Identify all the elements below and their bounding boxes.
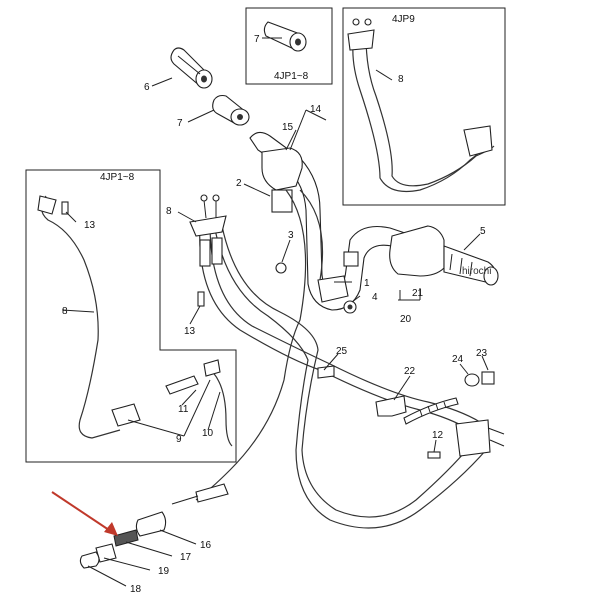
- handlebar: [249, 131, 421, 311]
- left-inset-cable: [37, 195, 233, 447]
- callout-19: 19: [158, 566, 170, 577]
- inset-box-left: [25, 169, 237, 463]
- callout-17: 17: [180, 552, 192, 563]
- grip-inset: [263, 21, 307, 52]
- cable-junction-8: [189, 194, 227, 307]
- clamp-bolt: [343, 251, 359, 267]
- boot-24: [464, 373, 480, 387]
- right-throttle-housing: [389, 225, 499, 286]
- callout-18: 18: [130, 584, 142, 595]
- spring-11: [165, 375, 199, 395]
- callout-3: 3: [288, 230, 294, 241]
- screw-13-left: [61, 201, 69, 215]
- callout-13: 13: [184, 326, 196, 337]
- inset-label-left: 4JP1~8: [100, 172, 135, 183]
- grip-throttle: [212, 94, 250, 126]
- inset-box-top-small: [245, 7, 333, 85]
- clip-25: [317, 365, 335, 379]
- callout-1: 1: [364, 278, 370, 289]
- callout-8: 8: [166, 206, 172, 217]
- callout-7-inset: 7: [254, 34, 260, 45]
- callout-4: 4: [372, 292, 378, 303]
- callout-9: 9: [176, 434, 182, 445]
- nut-23: [481, 371, 495, 385]
- callout-22: 22: [404, 366, 416, 377]
- cable-ends-12: [403, 397, 505, 459]
- grip-left: [170, 47, 213, 89]
- callout-21: 21: [412, 288, 424, 299]
- spring-17: [113, 529, 139, 547]
- callout-5: 5: [480, 226, 486, 237]
- inset-label-top-small: 4JP1~8: [274, 71, 309, 82]
- callout-14: 14: [310, 104, 322, 115]
- callout-16: 16: [200, 540, 212, 551]
- callout-7: 7: [177, 118, 183, 129]
- inset-label-top-right: 4JP9: [392, 14, 415, 25]
- callout-13-left: 13: [84, 220, 96, 231]
- left-switch: [261, 147, 303, 191]
- callout-24: 24: [452, 354, 464, 365]
- screw-13: [197, 291, 205, 307]
- callout-labels: 1 2 3 4 5 6 7 7 8 8 8 9 10 11 12 13 13 1…: [62, 34, 488, 595]
- adjuster-assembly: [79, 483, 229, 569]
- inset-box-top-right: [342, 7, 506, 206]
- callout-10: 10: [202, 428, 214, 439]
- bracket-2: [271, 189, 293, 213]
- right-inset-cable: [347, 18, 495, 193]
- bolt-3: [275, 262, 287, 274]
- callout-6: 6: [144, 82, 150, 93]
- callout-25: 25: [336, 346, 348, 357]
- callout-8-right: 8: [398, 74, 404, 85]
- leader-lines: [61, 37, 489, 587]
- callout-11: 11: [178, 404, 189, 415]
- callout-8-left: 8: [62, 306, 68, 317]
- red-arrow: [51, 491, 118, 536]
- bracket-22: [375, 395, 407, 417]
- callout-15: 15: [282, 122, 294, 133]
- callout-2: 2: [236, 178, 242, 189]
- callout-12: 12: [432, 430, 444, 441]
- cable-box-9: [111, 403, 141, 427]
- callout-23: 23: [476, 348, 488, 359]
- watermark: hirochi: [462, 266, 491, 277]
- callout-20: 20: [400, 314, 412, 325]
- nut-18: [79, 551, 100, 569]
